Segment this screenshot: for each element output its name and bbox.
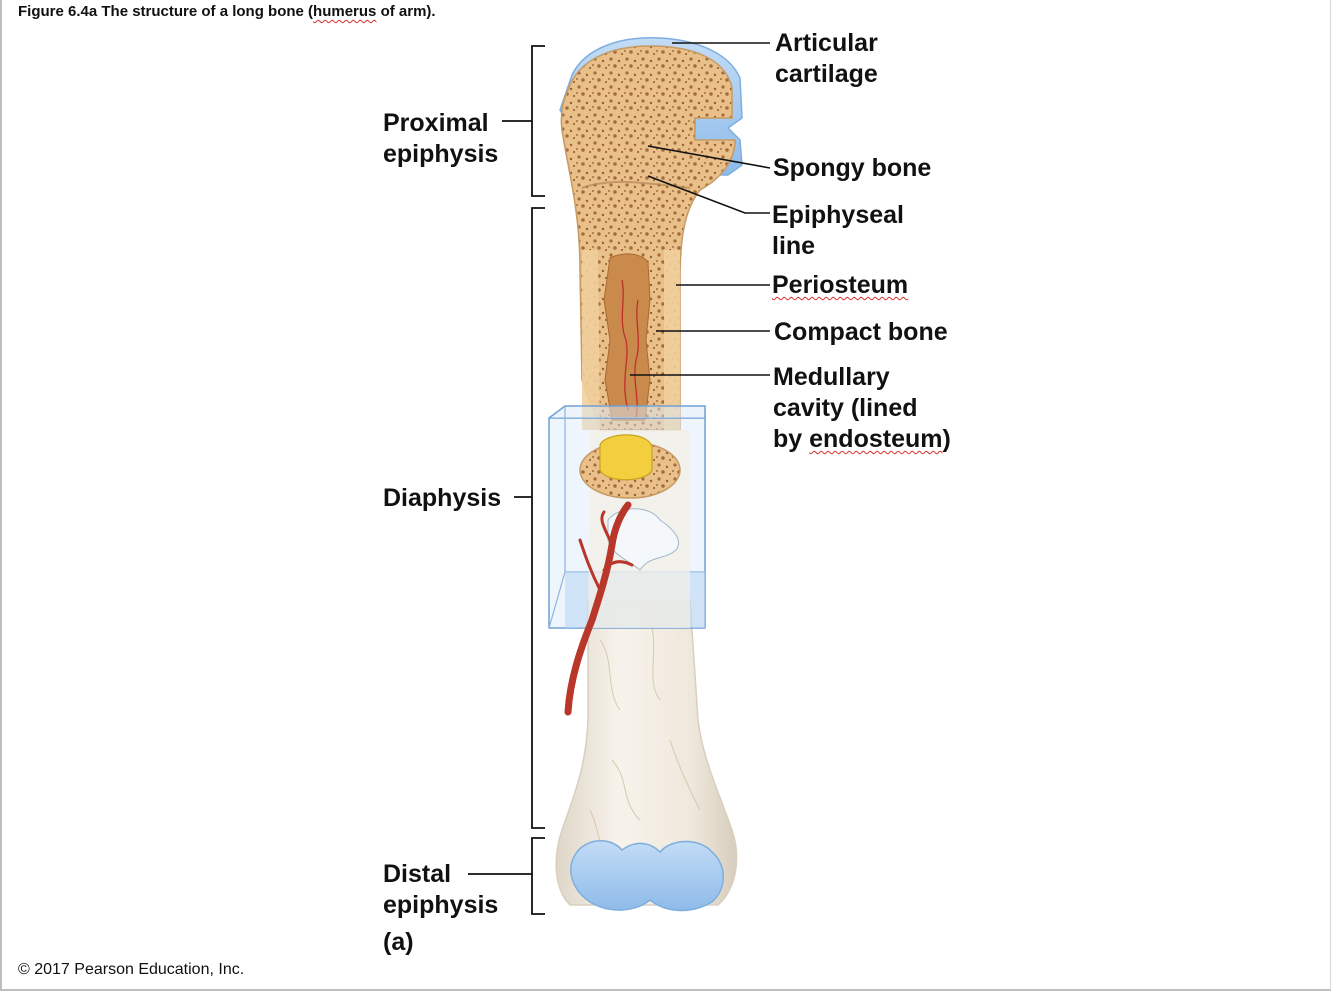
- medullary-cavity: [603, 253, 651, 421]
- surface-vessels: [589, 619, 701, 861]
- spongy-bone-label: Spongy bone: [773, 154, 932, 182]
- medullary-cavity-label: Medullary cavity (lined by endosteum): [773, 363, 951, 453]
- endosteum-word: endosteum: [809, 425, 943, 453]
- proximal-bracket: [531, 45, 545, 197]
- distal-articular-cartilage: [570, 840, 724, 912]
- caption-keyword: humerus: [313, 3, 377, 20]
- cutaway-box-top: [548, 405, 706, 419]
- leader-epiphyseal: [647, 175, 770, 214]
- artery-branches: [578, 510, 634, 592]
- compact-bone-wall-left: [582, 250, 600, 430]
- yellow-marrow: [599, 434, 653, 481]
- panel-label: (a): [383, 928, 414, 956]
- copyright-notice: © 2017 Pearson Education, Inc.: [18, 961, 245, 978]
- articular-cartilage-label: Articular cartilage: [775, 29, 878, 88]
- compact-bone-wall-right: [664, 250, 680, 430]
- medullary-vessels: [621, 279, 639, 419]
- proximal-epiphysis-label: Proximal epiphysis: [383, 109, 499, 168]
- figure-caption: Figure 6.4a The structure of a long bone…: [18, 3, 436, 20]
- distal-epiphysis-label: Distal epiphysis: [383, 860, 499, 919]
- diaphysis-bracket: [531, 207, 545, 829]
- periosteum-label: Periosteum: [772, 271, 909, 299]
- leader-spongy: [647, 145, 771, 169]
- bone-cut-section: [560, 45, 736, 431]
- epiphyseal-line-label: Epiphyseal line: [772, 201, 904, 260]
- distal-bracket: [531, 837, 545, 915]
- compact-bone-label: Compact bone: [774, 318, 948, 346]
- distal-bone-body: [555, 599, 738, 906]
- periosteum-flap: [607, 508, 680, 571]
- diaphysis-label: Diaphysis: [383, 484, 502, 512]
